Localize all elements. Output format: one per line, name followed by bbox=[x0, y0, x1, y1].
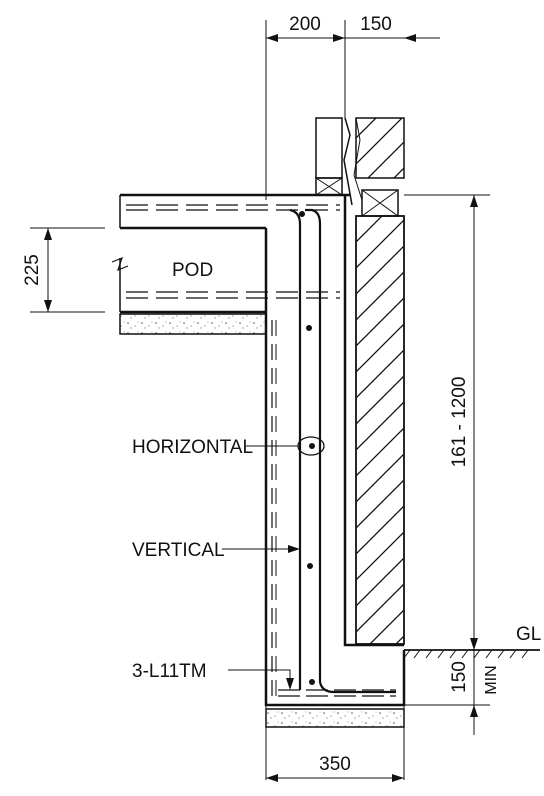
ground-level-line bbox=[403, 649, 540, 706]
dim-label-225: 225 bbox=[22, 254, 43, 286]
leader-bottom-bars bbox=[228, 669, 294, 690]
pod-label: POD bbox=[172, 260, 213, 281]
dim-label-150-depth: 150 bbox=[449, 661, 470, 693]
dimension-wall-height bbox=[470, 195, 478, 650]
horizontal-label: HORIZONTAL bbox=[132, 437, 253, 458]
dim-label-150-top: 150 bbox=[360, 14, 392, 35]
concrete-wall bbox=[264, 195, 406, 707]
masonry-wall-lower bbox=[355, 215, 405, 645]
blinding-under-slab bbox=[119, 313, 267, 335]
vertical-label: VERTICAL bbox=[132, 540, 225, 561]
leader-vertical bbox=[222, 545, 300, 553]
masonry-wall-upper bbox=[315, 117, 490, 217]
dim-label-min: MIN bbox=[483, 665, 500, 694]
leader-horizontal bbox=[246, 436, 325, 456]
dim-label-wall-height: 161 - 1200 bbox=[449, 377, 470, 468]
slab bbox=[111, 193, 350, 314]
dimension-150-top bbox=[345, 34, 440, 42]
blinding-under-footing bbox=[265, 708, 405, 728]
dimension-footing-width bbox=[266, 774, 404, 782]
ground-level-label: GL bbox=[516, 624, 541, 645]
dimension-slab-thickness bbox=[30, 227, 105, 313]
dim-label-200: 200 bbox=[289, 14, 321, 35]
dimension-200 bbox=[266, 34, 345, 42]
dim-label-350: 350 bbox=[319, 754, 351, 775]
bottom-bars-label: 3-L11TM bbox=[132, 661, 207, 682]
dimension-footing-depth bbox=[470, 650, 478, 735]
